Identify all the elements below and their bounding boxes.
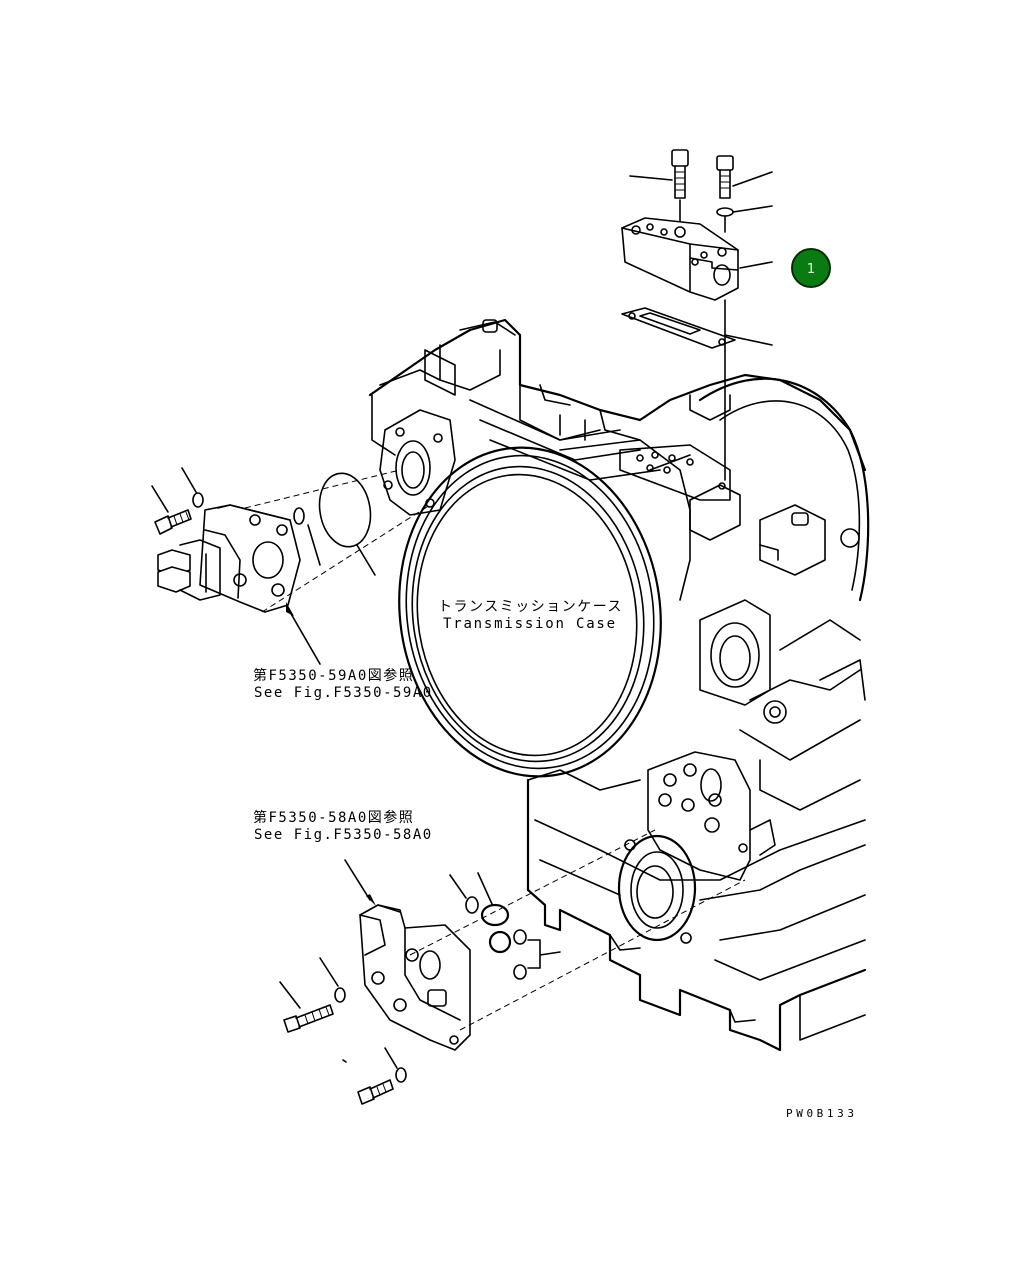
drawing-code: PW0B133 <box>786 1107 858 1120</box>
reference-lower-en: See Fig.F5350-58A0 <box>254 827 433 843</box>
reference-lower: 第F5350-58A0図参照 See Fig.F5350-58A0 <box>253 809 433 843</box>
callout-number[interactable]: 1 <box>807 262 815 277</box>
valve-block-assembly <box>621 149 773 481</box>
reference-upper: 第F5350-59A0図参照 See Fig.F5350-59A0 <box>253 667 433 701</box>
reference-upper-en: See Fig.F5350-59A0 <box>254 685 433 701</box>
callout-marker[interactable]: 1 <box>791 248 831 288</box>
case-label-jp: トランスミッションケース <box>438 599 623 615</box>
reference-lower-jp: 第F5350-58A0図参照 <box>253 809 414 826</box>
case-label: トランスミッションケース Transmission Case <box>438 599 623 632</box>
transmission-case <box>368 318 870 1052</box>
callout-circle[interactable] <box>791 248 831 288</box>
case-label-en: Transmission Case <box>443 616 617 632</box>
reference-upper-jp: 第F5350-59A0図参照 <box>253 667 414 684</box>
pump-assembly <box>279 829 746 1105</box>
solenoid-valve-assembly <box>151 467 431 665</box>
case-opening <box>398 439 691 778</box>
